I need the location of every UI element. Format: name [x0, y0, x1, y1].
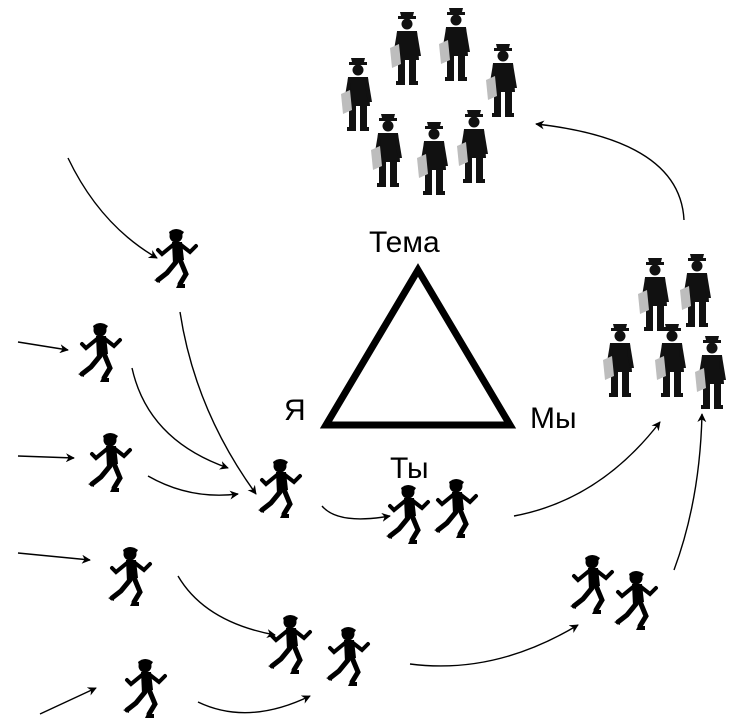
- label-we: Мы: [530, 402, 577, 435]
- official-icon: [680, 254, 711, 327]
- top-official-group: [341, 8, 517, 195]
- runner-group: [78, 229, 656, 718]
- arrow: [39, 687, 97, 715]
- runner-icon: [258, 459, 300, 518]
- runner-icon: [386, 485, 428, 544]
- official-icon: [603, 324, 634, 397]
- official-icon: [390, 12, 421, 85]
- arrow: [197, 695, 311, 714]
- label-topic: Тема: [369, 226, 440, 259]
- runner-icon: [326, 627, 368, 686]
- label-i: Я: [284, 394, 306, 427]
- runner-icon: [614, 571, 656, 630]
- official-icon: [341, 58, 372, 131]
- runner-icon: [88, 433, 130, 492]
- official-icon: [638, 258, 669, 331]
- official-icon: [486, 44, 517, 117]
- official-icon: [439, 8, 470, 81]
- arrow: [673, 413, 707, 571]
- runner-icon: [154, 229, 196, 288]
- arrow: [67, 157, 158, 259]
- runner-icon: [268, 615, 310, 674]
- arrow-group: [17, 120, 707, 715]
- arrow: [321, 505, 391, 522]
- arrow: [131, 367, 229, 470]
- official-icon: [371, 114, 402, 187]
- runner-icon: [123, 659, 165, 718]
- topic-triangle: [319, 263, 517, 429]
- arrow: [177, 575, 276, 638]
- arrow: [17, 341, 69, 354]
- official-icon: [655, 324, 686, 397]
- runner-icon: [108, 547, 150, 606]
- official-icon: [417, 122, 448, 195]
- arrow: [147, 475, 239, 500]
- arrow: [17, 552, 91, 564]
- official-icon: [695, 336, 726, 409]
- runner-icon: [434, 479, 476, 538]
- arrow: [17, 453, 75, 463]
- arrow: [409, 624, 579, 667]
- arrow: [535, 120, 685, 221]
- runner-icon: [78, 323, 120, 382]
- label-you: Ты: [390, 452, 429, 485]
- right-official-group: [603, 254, 726, 409]
- runner-icon: [570, 555, 612, 614]
- arrow: [513, 421, 661, 517]
- arrow: [179, 311, 257, 495]
- official-icon: [457, 110, 488, 183]
